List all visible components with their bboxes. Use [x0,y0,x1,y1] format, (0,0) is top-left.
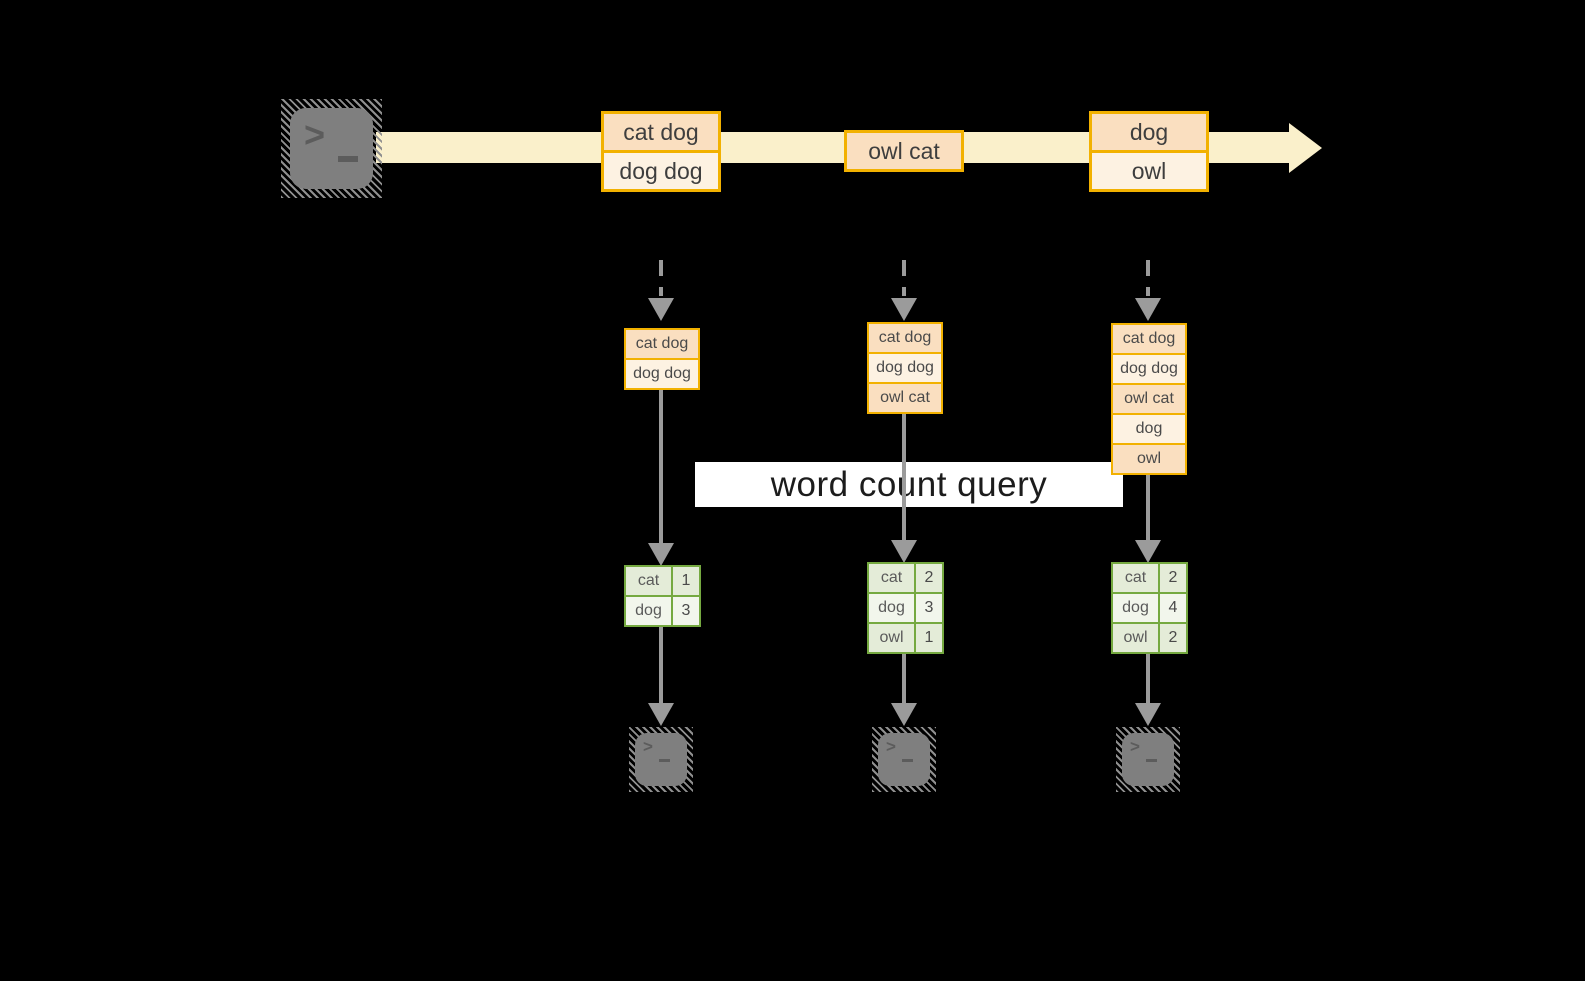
prompt-underscore-icon [659,759,670,762]
count-value: 2 [1158,564,1186,592]
prompt-chevron-icon: > [643,737,653,756]
stream-record: owl cat [847,133,961,169]
query-arrow-line [659,390,663,543]
query-arrow-head [1135,540,1161,563]
prompt-chevron-icon: > [886,737,896,756]
count-word: dog [1113,594,1158,622]
prompt-chevron-icon: > [304,114,326,155]
stream-record: dog [1092,114,1206,150]
dashed-arrow-line [659,260,663,296]
terminal-icon-sink-3: > [1116,727,1180,792]
stream-batch-2: owl cat [844,130,964,172]
count-word: cat [626,567,671,595]
stream-arrow-head-icon [1289,123,1322,173]
terminal-body: > [290,108,373,189]
count-word: cat [1113,564,1158,592]
query-arrow-line [1146,475,1150,540]
count-word: owl [869,624,914,652]
state-record: cat dog [869,324,941,352]
sink-arrow-line [902,654,906,703]
stream-record: dog dog [604,150,718,189]
sink-arrow-head [891,703,917,726]
state-record: owl cat [869,382,941,412]
terminal-body: > [878,733,930,786]
prompt-underscore-icon [1146,759,1157,762]
query-label: word count query [695,462,1123,507]
terminal-icon-sink-2: > [872,727,936,792]
prompt-underscore-icon [902,759,913,762]
prompt-underscore-icon [338,156,358,162]
terminal-body: > [1122,733,1174,786]
stream-record: owl [1092,150,1206,189]
count-value: 4 [1158,594,1186,622]
sink-arrow-line [1146,654,1150,703]
dashed-arrow-head [891,298,917,321]
state-record: dog dog [626,358,698,388]
state-record: owl cat [1113,383,1185,413]
query-arrow-head [648,543,674,566]
count-word: cat [869,564,914,592]
count-value: 1 [914,624,942,652]
count-value: 2 [914,564,942,592]
dashed-arrow-head [648,298,674,321]
sink-arrow-line [659,627,663,703]
count-value: 1 [671,567,699,595]
terminal-icon-sink-1: > [629,727,693,792]
state-record: dog dog [869,352,941,382]
count-word: dog [869,594,914,622]
sink-arrow-head [648,703,674,726]
dashed-arrow-head [1135,298,1161,321]
count-value: 3 [914,594,942,622]
count-word: owl [1113,624,1158,652]
state-record: cat dog [1113,325,1185,353]
count-value: 2 [1158,624,1186,652]
terminal-body: > [635,733,687,786]
sink-arrow-head [1135,703,1161,726]
state-record: owl [1113,443,1185,473]
dashed-arrow-line [1146,260,1150,296]
state-record: dog [1113,413,1185,443]
dashed-arrow-line [902,260,906,296]
count-value: 3 [671,597,699,625]
query-arrow-head [891,540,917,563]
state-record: dog dog [1113,353,1185,383]
state-record: cat dog [626,330,698,358]
stream-record: cat dog [604,114,718,150]
query-arrow-line [902,414,906,540]
count-word: dog [626,597,671,625]
prompt-chevron-icon: > [1130,737,1140,756]
terminal-icon-source: > [281,99,382,198]
